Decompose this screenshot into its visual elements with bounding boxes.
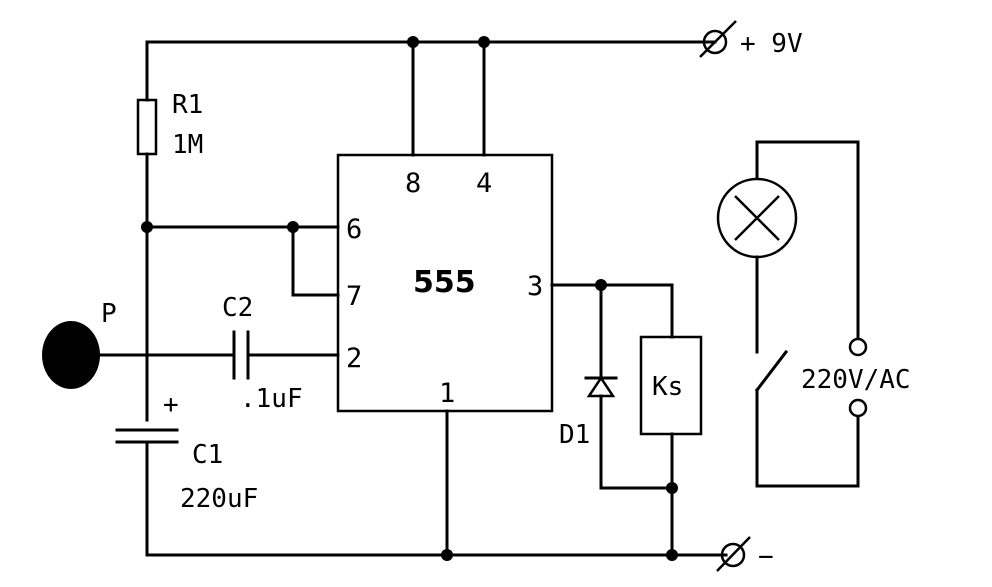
c1-polarity-mark: + — [163, 390, 179, 420]
c2-value-label: .1uF — [240, 384, 303, 414]
ic-name-label: 555 — [413, 265, 476, 300]
ic-pin-1-label: 1 — [439, 378, 455, 409]
ic-555 — [336, 40, 554, 413]
probe-label: P — [101, 299, 117, 329]
ic-pin-4-label: 4 — [476, 168, 492, 199]
output-wiring — [550, 279, 678, 557]
touch-probe — [42, 321, 234, 389]
c2-name-label: C2 — [222, 293, 253, 323]
negative-supply-label: − — [758, 542, 774, 572]
lamp-icon — [716, 177, 798, 259]
positive-supply-rail — [145, 20, 737, 58]
capacitor-c1 — [115, 428, 179, 557]
positive-supply-label: + 9V — [740, 29, 803, 59]
mains-label: 220V/AC — [801, 365, 911, 395]
r1-value-label: 1M — [172, 130, 203, 160]
ic-pin-8-label: 8 — [405, 168, 421, 199]
ic-pin-7-label: 7 — [346, 281, 362, 312]
ic-pin-6-label: 6 — [346, 214, 362, 245]
ic-pin-3-label: 3 — [527, 271, 543, 302]
r1-name-label: R1 — [172, 90, 203, 120]
c1-value-label: 220uF — [180, 484, 258, 514]
relay-coil-ks — [639, 335, 703, 436]
diode-d1 — [584, 283, 674, 490]
resistor-r1 — [136, 40, 158, 422]
c1-name-label: C1 — [192, 440, 223, 470]
mains-lamp-circuit — [754, 140, 868, 488]
ic-pin-2-label: 2 — [346, 343, 362, 374]
capacitor-c2 — [232, 330, 340, 380]
relay-label: Ks — [652, 372, 683, 402]
diode-label: D1 — [559, 420, 590, 450]
threshold-discharge-wiring — [141, 221, 340, 297]
